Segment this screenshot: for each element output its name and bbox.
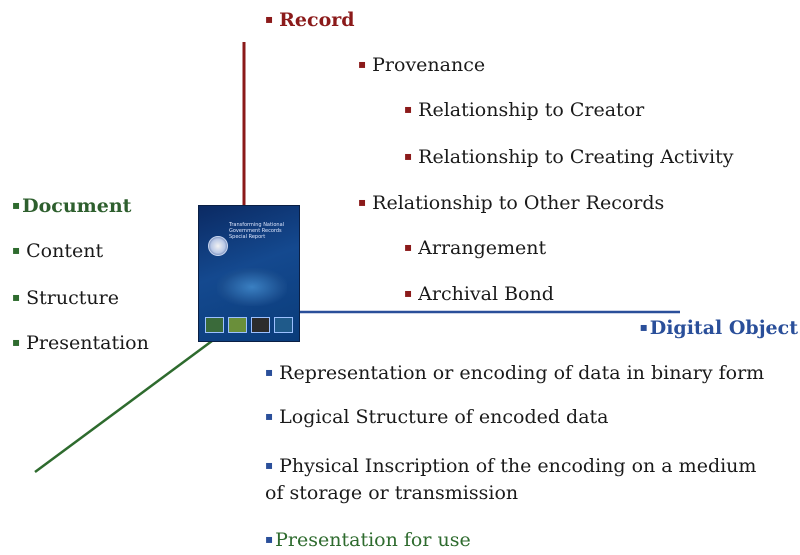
bullet-icon: ▪	[404, 149, 413, 163]
globe-icon	[217, 268, 287, 306]
rel-creator-label: Relationship to Creator	[418, 99, 645, 121]
digital-object-title: Digital Object	[649, 317, 798, 339]
document-presentation: ▪ Presentation	[12, 331, 149, 354]
thumbnail	[274, 317, 293, 333]
seal-icon	[208, 236, 228, 256]
cover-thumbnails	[205, 317, 293, 333]
bullet-icon: ▪	[404, 102, 413, 116]
document-title: Document	[22, 195, 132, 217]
structure-label: Structure	[26, 287, 119, 309]
cover-title-line-3: Special Report	[229, 234, 266, 240]
document-axis-line	[34, 336, 217, 474]
rel-activity-label: Relationship to Creating Activity	[418, 146, 734, 168]
bullet-icon: ▪	[265, 12, 274, 26]
rel-other-label: Relationship to Other Records	[372, 192, 665, 214]
bullet-icon: ▪	[404, 286, 413, 300]
digital-object-presentation-use: ▪Presentation for use	[265, 528, 471, 551]
thumbnail	[205, 317, 224, 333]
thumbnail	[251, 317, 270, 333]
bullet-icon: ▪	[265, 458, 274, 472]
record-title: Record	[279, 9, 355, 31]
bullet-icon: ▪	[265, 409, 274, 423]
provenance-label: Provenance	[372, 54, 486, 76]
bullet-icon: ▪	[12, 243, 21, 257]
record-archival-bond: ▪ Archival Bond	[404, 282, 554, 305]
report-cover-image: Transforming National Government Records…	[198, 205, 300, 342]
record-arrangement: ▪ Arrangement	[404, 236, 546, 259]
bullet-icon: ▪	[12, 335, 21, 349]
bullet-icon: ▪	[358, 57, 367, 71]
record-rel-creator: ▪ Relationship to Creator	[404, 98, 644, 121]
cover-title: Transforming National Government Records…	[229, 222, 291, 248]
bullet-icon: ▪	[12, 198, 21, 212]
record-provenance: ▪ Provenance	[358, 53, 485, 76]
bullet-icon: ▪	[265, 365, 274, 379]
record-rel-activity: ▪ Relationship to Creating Activity	[404, 145, 733, 168]
physical-label-1: Physical Inscription of the encoding on …	[279, 455, 757, 477]
presentation-use-label: Presentation for use	[275, 529, 471, 551]
digital-object-physical-line-1: ▪ Physical Inscription of the encoding on…	[265, 454, 756, 477]
record-rel-other: ▪ Relationship to Other Records	[358, 191, 664, 214]
archival-bond-label: Archival Bond	[418, 283, 554, 305]
bullet-icon: ▪	[12, 290, 21, 304]
bullet-icon: ▪	[358, 195, 367, 209]
logical-label: Logical Structure of encoded data	[279, 406, 609, 428]
digital-object-logical: ▪ Logical Structure of encoded data	[265, 405, 609, 428]
document-structure: ▪ Structure	[12, 286, 119, 309]
thumbnail	[228, 317, 247, 333]
document-heading: ▪Document	[12, 194, 131, 217]
record-heading: ▪ Record	[265, 8, 355, 31]
physical-label-2: of storage or transmission	[265, 482, 519, 504]
representation-label: Representation or encoding of data in bi…	[279, 362, 765, 384]
presentation-label: Presentation	[26, 332, 149, 354]
document-content: ▪ Content	[12, 239, 103, 262]
bullet-icon: ▪	[265, 532, 274, 546]
bullet-icon: ▪	[404, 240, 413, 254]
cover-title-line-1: Transforming National	[229, 222, 285, 228]
content-label: Content	[26, 240, 104, 262]
bullet-icon: ▪	[639, 320, 648, 334]
digital-object-physical-line-2: of storage or transmission	[265, 482, 518, 504]
cover-title-line-2: Government Records	[229, 228, 282, 234]
digital-object-representation: ▪ Representation or encoding of data in b…	[265, 361, 764, 384]
digital-object-heading: ▪Digital Object	[640, 316, 798, 339]
arrangement-label: Arrangement	[418, 237, 547, 259]
